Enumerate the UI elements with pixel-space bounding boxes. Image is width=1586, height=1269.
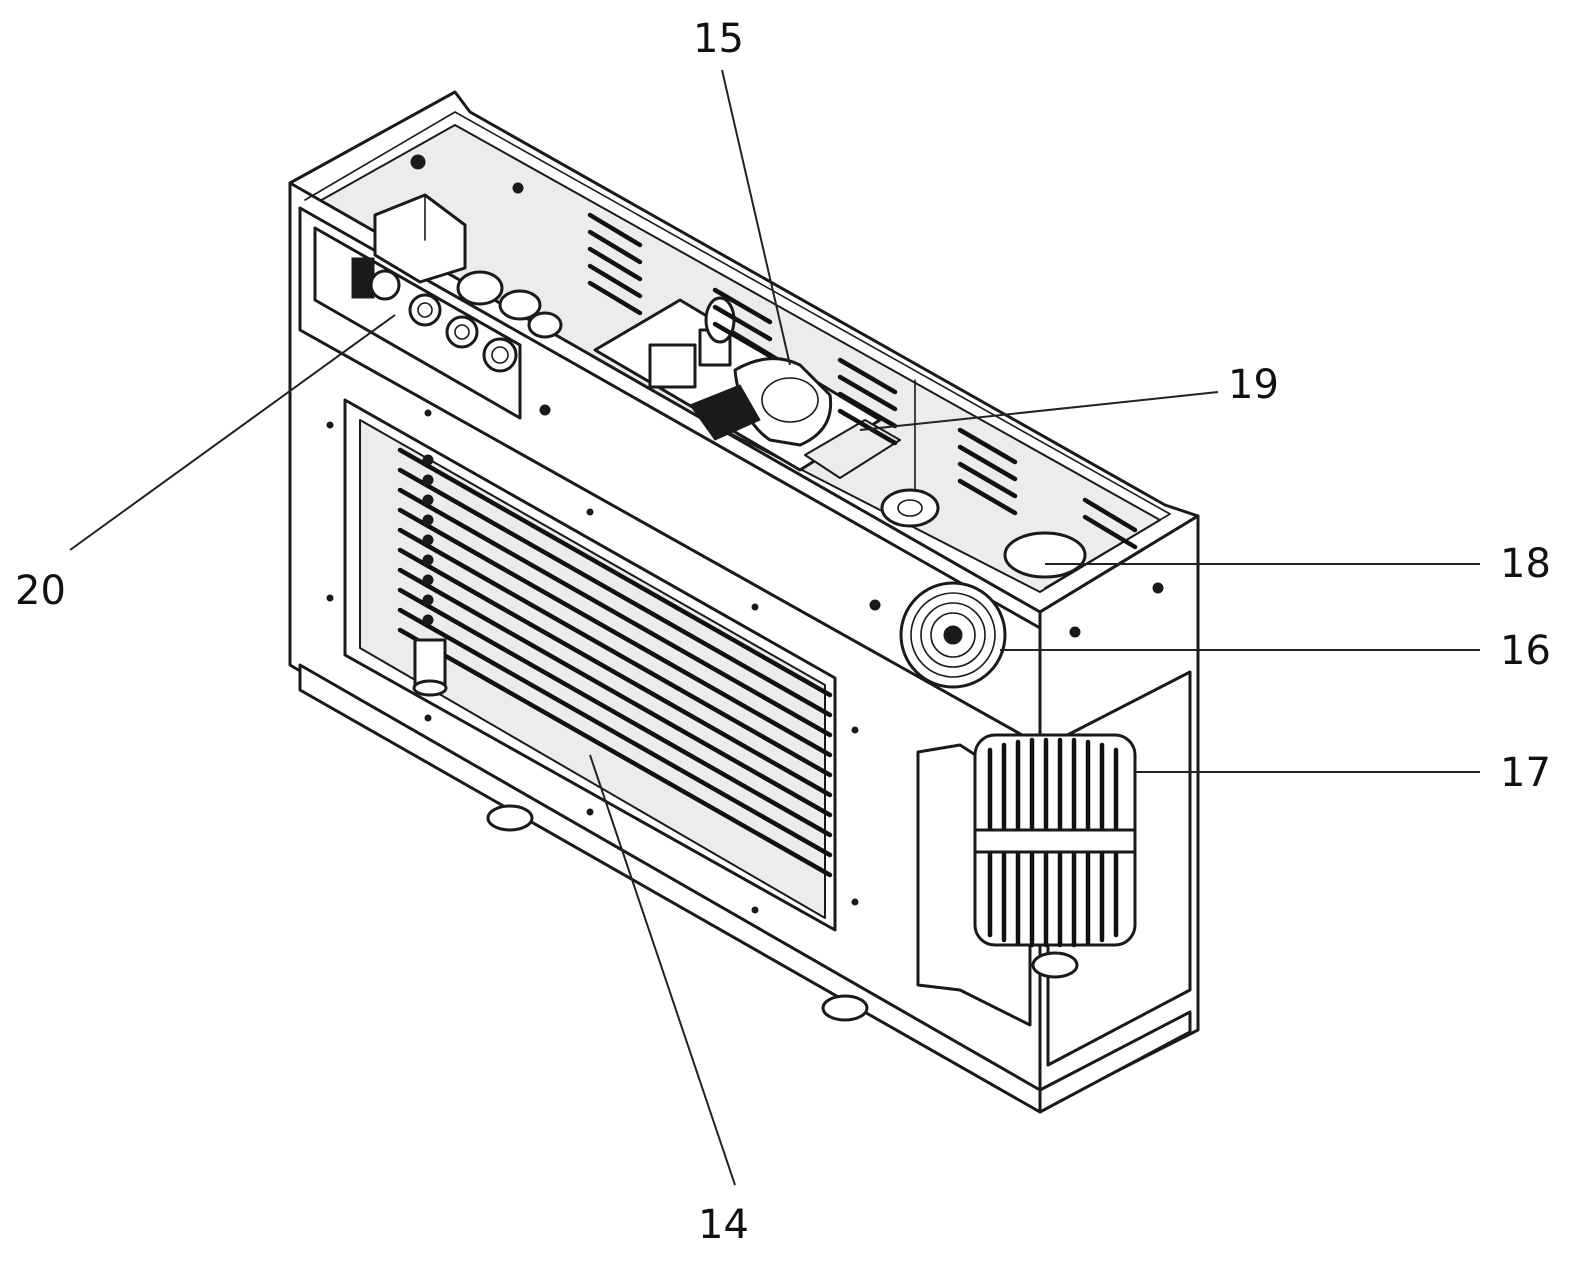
rear-vent-slots	[587, 212, 1138, 550]
callout-labels: 15 19 20 18 16 17 14	[15, 16, 1551, 1248]
foot	[821, 994, 869, 1022]
knob-center	[491, 346, 509, 364]
crossflow-blower	[916, 670, 1192, 1067]
fan-hub	[943, 625, 963, 645]
pump-port	[897, 499, 923, 517]
callout-14: 14	[698, 1202, 749, 1248]
grille-fins	[397, 447, 833, 878]
rim-lip	[304, 111, 1171, 589]
relay-component	[648, 343, 697, 389]
drain-pipe	[413, 638, 447, 687]
callout-16: 16	[1500, 628, 1551, 674]
fan-guard-ring	[910, 592, 996, 678]
callout-20: 20	[15, 568, 66, 614]
callout-17: 17	[1500, 750, 1551, 796]
blower-outlet	[761, 377, 819, 423]
indicator-knob	[408, 293, 442, 327]
capacitor	[704, 296, 736, 344]
leader-14	[589, 754, 736, 1186]
indicator-knob	[482, 337, 518, 373]
indicator-knob	[369, 269, 401, 301]
fan-guard-ring	[920, 602, 986, 668]
leader-20	[69, 314, 396, 551]
blower-motor-base	[1031, 951, 1079, 979]
exhaust-fan	[899, 581, 1007, 689]
blower-motor	[689, 384, 761, 441]
drain-pipe-end	[412, 679, 448, 697]
tank-cap	[1003, 531, 1087, 579]
capacitor	[527, 311, 563, 339]
screws	[326, 154, 1164, 914]
capacitor	[498, 289, 542, 321]
leader-15	[721, 69, 791, 366]
knob-center	[454, 324, 470, 340]
pump-top	[880, 488, 940, 528]
blower-center-ring	[973, 828, 1137, 854]
base-plinth-side	[1038, 1010, 1192, 1114]
fan-guard-ring	[930, 612, 976, 658]
power-switch	[351, 257, 375, 299]
control-panel	[313, 226, 522, 420]
feet	[486, 804, 869, 1022]
fin-pivots	[422, 454, 434, 626]
interior-components	[373, 193, 1138, 579]
grille-inner	[359, 419, 826, 919]
callout-18: 18	[1500, 541, 1551, 587]
leader-lines	[69, 69, 1480, 1186]
foot	[486, 804, 534, 832]
front-grille	[343, 398, 837, 932]
capacitor	[456, 270, 504, 306]
callout-15: 15	[693, 16, 744, 62]
indicator-knob	[445, 315, 479, 349]
leader-19	[859, 391, 1219, 431]
callout-19: 19	[1228, 362, 1279, 408]
knob-center	[417, 302, 433, 318]
